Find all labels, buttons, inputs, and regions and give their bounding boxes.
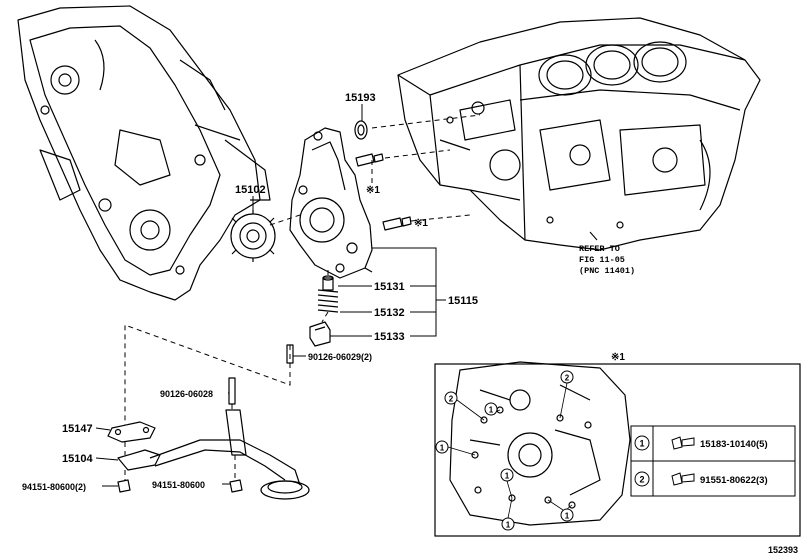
nut-left [117, 479, 131, 493]
inset-callout-leaders [447, 382, 573, 519]
callout-5: 1 [565, 512, 570, 521]
note-mark-middle: ※1 [414, 218, 428, 229]
callout-6: 1 [506, 521, 511, 530]
label-15115: 15115 [448, 295, 478, 307]
callout-7: 1 [505, 472, 510, 481]
inset-callouts [435, 370, 574, 531]
timing-chain-cover [17, 5, 271, 301]
note-mark-upper: ※1 [366, 185, 380, 196]
label-15131: 15131 [374, 281, 405, 293]
label-15133: 15133 [374, 331, 405, 343]
stud-bolt-strainer [228, 377, 236, 405]
leader-lines [95, 104, 598, 487]
bolt-middle [382, 216, 412, 231]
legend-row1-number: 1 [639, 439, 644, 449]
inset-frame: ※1 [434, 352, 801, 537]
figure-id: 152393 [768, 545, 798, 555]
nut-right [229, 479, 243, 493]
refer-line-2: FIG 11-05 [579, 255, 625, 265]
bolt-upper [355, 153, 384, 167]
oil-pump-body [289, 127, 373, 279]
label-15193: 15193 [345, 92, 376, 104]
refer-line-1: REFER TO [579, 244, 620, 254]
relief-valve-plug [309, 321, 331, 347]
strainer-gasket [107, 421, 156, 443]
callout-4: 1 [440, 444, 445, 453]
callout-1: 2 [565, 374, 570, 383]
label-90126-06029: 90126-06029(2) [308, 352, 372, 362]
callout-3: 1 [489, 406, 494, 415]
legend-row2-part: 91551-80622(3) [700, 475, 768, 486]
refer-line-3: (PNC 11401) [579, 266, 635, 276]
inset-note-mark: ※1 [611, 352, 625, 363]
callout-2: 2 [449, 395, 454, 404]
label-94151-80600-2: 94151-80600(2) [22, 482, 86, 492]
label-15147: 15147 [62, 423, 93, 435]
oil-strainer [117, 409, 310, 500]
assembly-lines [124, 114, 481, 480]
cylinder-block [397, 17, 761, 251]
oil-pump-rotor [230, 210, 276, 262]
label-15102: 15102 [235, 184, 266, 196]
oil-seal [354, 120, 368, 140]
relief-valve-plunger [322, 275, 334, 291]
relief-valve-spring [317, 289, 339, 313]
legend-table [630, 425, 796, 497]
legend-row1-part: 15183-10140(5) [700, 439, 768, 450]
label-94151-80600: 94151-80600 [152, 480, 205, 490]
label-90126-06028: 90126-06028 [160, 389, 213, 399]
label-15132: 15132 [374, 307, 405, 319]
legend-row2-number: 2 [639, 475, 644, 485]
label-15104: 15104 [62, 453, 93, 465]
inset-block-detail [449, 361, 631, 526]
